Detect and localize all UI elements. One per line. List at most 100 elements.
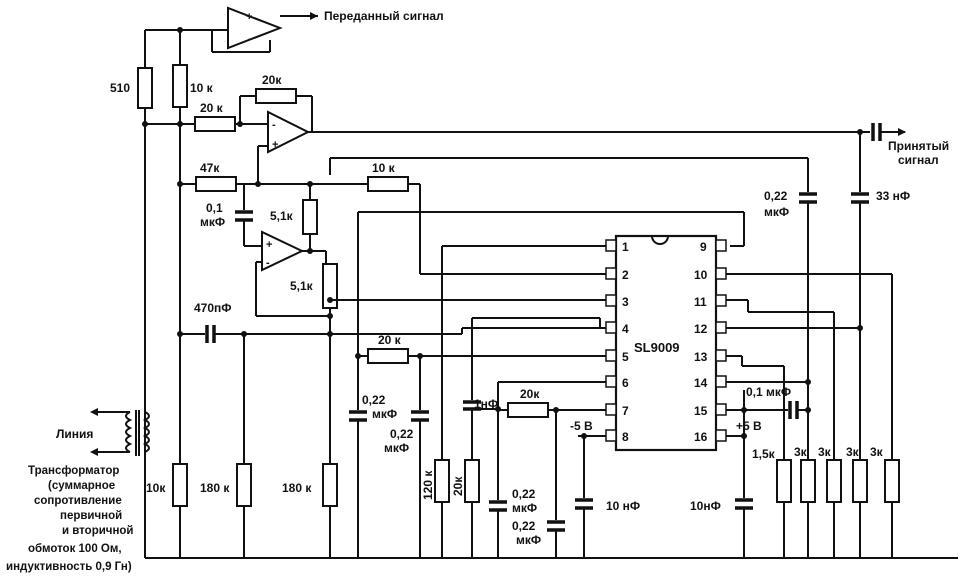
- label-1nF: 1нФ: [474, 397, 498, 411]
- label-10nF-a: 10 нФ: [606, 499, 640, 513]
- label-5-1k-b: 5,1к: [290, 279, 314, 293]
- label-0-22-a: 0,22: [362, 393, 386, 407]
- label-180k-a: 180 к: [200, 481, 230, 495]
- label-20k-input: 20 к: [200, 101, 224, 115]
- label-20k-feedback: 20к: [262, 73, 282, 87]
- transformer-coil: [142, 411, 150, 453]
- label-510: 510: [110, 81, 130, 95]
- resistor-20k-vertical: [464, 459, 480, 503]
- line-label: Линия: [56, 427, 93, 441]
- resistor-1-5k: [776, 459, 792, 503]
- transformer-note: Трансформатор: [28, 465, 119, 477]
- resistor-20k-input: [194, 116, 236, 132]
- minus-sign: -: [266, 257, 270, 269]
- pin-5: [605, 349, 617, 362]
- label-33nF: 33 нФ: [876, 189, 910, 203]
- pin-10: [715, 267, 727, 280]
- transformer-note: первичной: [60, 510, 122, 522]
- resistor-3k-b: [826, 459, 842, 503]
- plus-sign: +: [246, 11, 252, 23]
- plus-sign: +: [272, 139, 278, 151]
- pin-label: 5: [622, 350, 629, 364]
- minus-sign: -: [248, 33, 252, 45]
- pin-label: 7: [622, 404, 629, 418]
- junction: [241, 331, 247, 337]
- pin-11: [715, 294, 727, 307]
- junction: [237, 121, 243, 127]
- label-10nF-b: 10нФ: [690, 499, 721, 513]
- pin-label: 2: [622, 268, 629, 282]
- pin-label: 12: [694, 322, 708, 336]
- rx-signal-label: сигнал: [898, 153, 939, 167]
- transformer-note: обмоток 100 Ом,: [28, 543, 122, 555]
- transformer-note: и вторичной: [62, 525, 134, 537]
- label-uF: мкФ: [200, 215, 225, 229]
- label-10k-bottom: 10к: [146, 481, 166, 495]
- right-pins: [715, 239, 727, 442]
- pin-label: 8: [622, 430, 629, 444]
- pin-label: 3: [622, 295, 629, 309]
- label-120k: 120 к: [421, 470, 435, 500]
- label-uF-top: мкФ: [764, 205, 789, 219]
- resistor-20k-feedback: [255, 88, 297, 104]
- resistor-20k-pin5: [367, 348, 409, 364]
- junction: [255, 181, 261, 187]
- label-0-1uF-pin15: 0,1 мкФ: [746, 385, 791, 399]
- resistor-3k-a: [800, 459, 816, 503]
- label-3k-d: 3к: [870, 445, 884, 459]
- pin-label: 1: [622, 240, 629, 254]
- label-uF-a: мкФ: [372, 407, 397, 421]
- junction: [327, 313, 333, 319]
- label-3k-c: 3к: [846, 445, 860, 459]
- resistor-10k-top: [172, 64, 188, 108]
- resistor-180k-a: [236, 463, 252, 507]
- pin-4: [605, 321, 617, 334]
- label-0-22-top: 0,22: [764, 189, 788, 203]
- transformer-note: (суммарное: [48, 480, 115, 492]
- junction: [741, 433, 747, 439]
- junction: [327, 331, 333, 337]
- pin-9: [715, 239, 727, 252]
- junction: [857, 325, 863, 331]
- minus-sign: -: [272, 119, 276, 131]
- pin-label: 15: [694, 404, 708, 418]
- arrow-icon: [90, 408, 98, 416]
- opamp-transmit: [227, 6, 283, 50]
- label-0-22-d: 0,22: [512, 519, 536, 533]
- junction: [307, 248, 313, 254]
- label-0-1: 0,1: [206, 201, 223, 215]
- label-20k-vertical: 20к: [451, 476, 465, 496]
- arrow-icon: [898, 128, 906, 136]
- chip-notch: [651, 235, 669, 245]
- pin-3: [605, 294, 617, 307]
- resistor-510: [137, 67, 153, 109]
- label-20k-pin7: 20к: [520, 387, 540, 401]
- tx-signal-label: Переданный сигнал: [324, 9, 444, 23]
- resistor-10k-mid: [367, 176, 409, 192]
- resistor-3k-d: [884, 459, 900, 503]
- pin-label: 14: [694, 376, 708, 390]
- resistor-47k: [195, 176, 237, 192]
- junction: [177, 121, 183, 127]
- pin-15: [715, 403, 727, 416]
- opamp-receive: [267, 110, 311, 154]
- junction: [142, 121, 148, 127]
- label-10k-mid: 10 к: [372, 161, 396, 175]
- transformer-note: сопротивление: [34, 495, 122, 507]
- pin-12: [715, 321, 727, 334]
- junction: [805, 407, 811, 413]
- pin-8: [605, 429, 617, 442]
- resistor-180k-b: [322, 463, 338, 507]
- resistor-120k: [434, 459, 450, 503]
- junction: [177, 27, 183, 33]
- label-5-1k-a: 5,1к: [270, 209, 294, 223]
- pin-label: 10: [694, 268, 708, 282]
- label-0-22-c: 0,22: [512, 487, 536, 501]
- label-47k: 47к: [200, 161, 220, 175]
- label-3k-a: 3к: [794, 445, 808, 459]
- junction: [177, 331, 183, 337]
- label-uF-c: мкФ: [512, 501, 537, 515]
- junction: [805, 379, 811, 385]
- junction: [177, 181, 183, 187]
